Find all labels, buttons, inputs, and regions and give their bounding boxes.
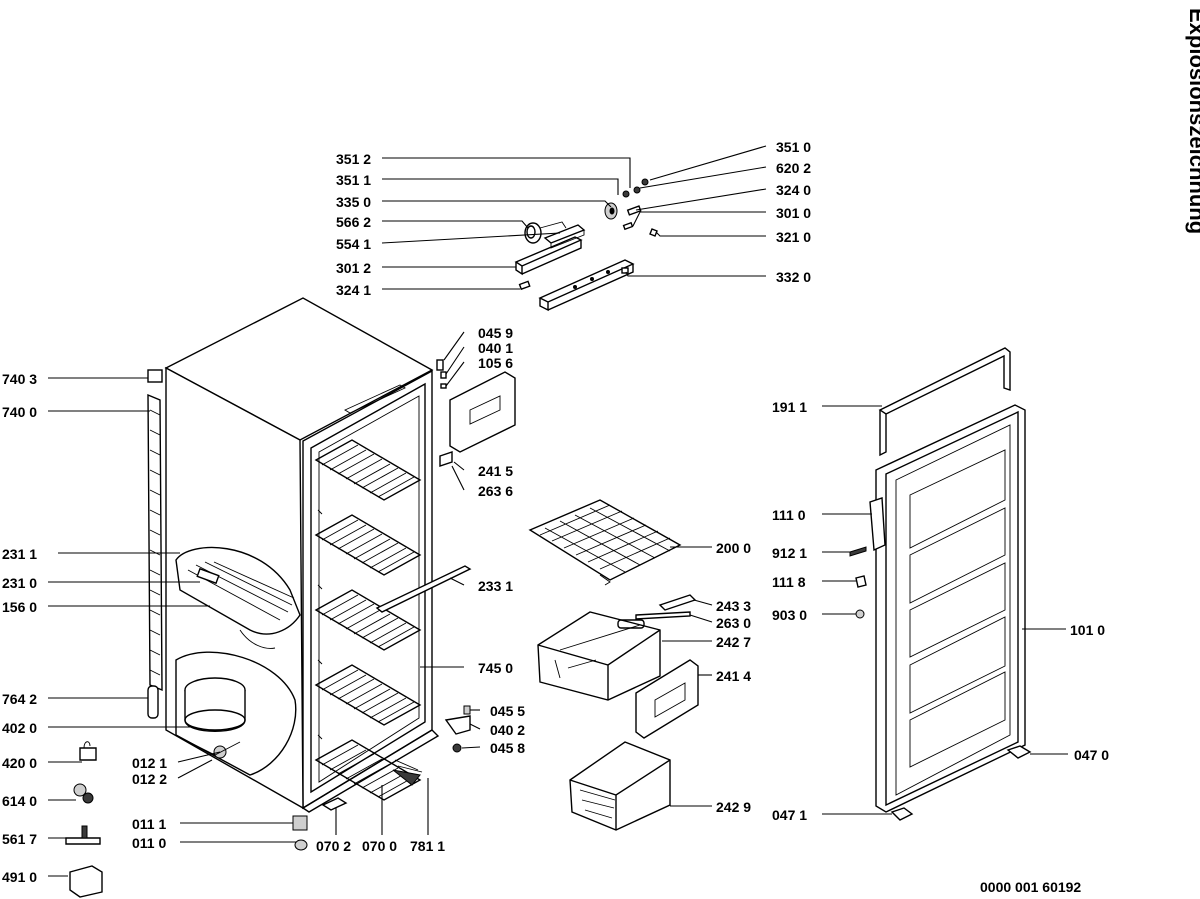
basket-242-9-group (569, 741, 671, 831)
part-label-491-0: 491 0 (2, 869, 37, 885)
part-label-903-0: 903 0 (772, 607, 807, 623)
document-number: 0000 001 60192 (980, 879, 1081, 895)
part-label-242-9: 242 9 (716, 799, 751, 815)
part-label-243-3: 243 3 (716, 598, 751, 614)
part-label-614-0: 614 0 (2, 793, 37, 809)
part-label-231-0: 231 0 (2, 575, 37, 591)
part-label-045-5: 045 5 (490, 703, 525, 719)
door-group (849, 347, 1032, 821)
part-label-263-0: 263 0 (716, 615, 751, 631)
part-label-332-0: 332 0 (776, 269, 811, 285)
part-label-101-0: 101 0 (1070, 622, 1105, 638)
part-label-745-0: 745 0 (478, 660, 513, 676)
part-label-012-2: 012 2 (132, 771, 167, 787)
part-label-111-0: 111 0 (772, 507, 806, 523)
part-label-561-7: 561 7 (2, 831, 37, 847)
part-label-402-0: 402 0 (2, 720, 37, 736)
part-label-263-6: 263 6 (478, 483, 513, 499)
part-label-047-1: 047 1 (772, 807, 807, 823)
part-label-242-7: 242 7 (716, 634, 751, 650)
hinge-parts-group (439, 451, 471, 753)
part-label-200-0: 200 0 (716, 540, 751, 556)
flap-241-5 (449, 371, 516, 453)
basket-242-7-group (537, 611, 661, 701)
part-label-011-1: 011 1 (132, 816, 166, 832)
part-label-233-1: 233 1 (478, 578, 513, 594)
part-label-620-2: 620 2 (776, 160, 811, 176)
panel-241-4 (635, 659, 699, 739)
evaporator-group (175, 546, 301, 649)
part-label-241-5: 241 5 (478, 463, 513, 479)
part-label-351-1: 351 1 (336, 172, 371, 188)
cabinet-group (164, 297, 447, 813)
shelf-200-group (528, 499, 682, 586)
control-panel-group (514, 178, 658, 312)
part-label-740-0: 740 0 (2, 404, 37, 420)
part-label-156-0: 156 0 (2, 599, 37, 615)
part-label-070-0: 070 0 (362, 838, 397, 854)
part-label-554-1: 554 1 (336, 236, 371, 252)
part-label-321-0: 321 0 (776, 229, 811, 245)
part-label-781-1: 781 1 (410, 838, 445, 854)
part-label-011-0: 011 0 (132, 835, 166, 851)
part-label-420-0: 420 0 (2, 755, 37, 771)
bar-233-1 (375, 565, 472, 613)
leader-lines (48, 145, 1068, 877)
part-label-045-9: 045 9 (478, 325, 513, 341)
part-label-351-0: 351 0 (776, 139, 811, 155)
drawing-title: Explosionszeichnung (1185, 8, 1200, 234)
part-label-335-0: 335 0 (336, 194, 371, 210)
condenser-group (147, 369, 163, 692)
part-label-045-8: 045 8 (490, 740, 525, 756)
part-label-301-2: 301 2 (336, 260, 371, 276)
part-label-324-0: 324 0 (776, 182, 811, 198)
part-label-105-6: 105 6 (478, 355, 513, 371)
part-label-740-3: 740 3 (2, 371, 37, 387)
feet-group (292, 759, 423, 851)
part-label-040-2: 040 2 (490, 722, 525, 738)
part-label-764-2: 764 2 (2, 691, 37, 707)
compressor-group (147, 651, 297, 776)
part-number-labels: 351 2 351 1 335 0 566 2 554 1 301 2 324 1 351 0… (2, 139, 1109, 885)
part-label-111-8: 111 8 (772, 574, 806, 590)
part-label-191-1: 191 1 (772, 399, 807, 415)
part-label-040-1: 040 1 (478, 340, 513, 356)
part-label-070-2: 070 2 (316, 838, 351, 854)
part-label-231-1: 231 1 (2, 546, 37, 562)
shelves-group (314, 439, 422, 801)
part-label-301-0: 301 0 (776, 205, 811, 221)
part-label-566-2: 566 2 (336, 214, 371, 230)
part-label-012-1: 012 1 (132, 755, 167, 771)
part-label-047-0: 047 0 (1074, 747, 1109, 763)
part-label-351-2: 351 2 (336, 151, 371, 167)
part-label-324-1: 324 1 (336, 282, 371, 298)
part-label-241-4: 241 4 (716, 668, 751, 684)
electrical-parts-group (65, 741, 103, 898)
part-label-912-1: 912 1 (772, 545, 807, 561)
